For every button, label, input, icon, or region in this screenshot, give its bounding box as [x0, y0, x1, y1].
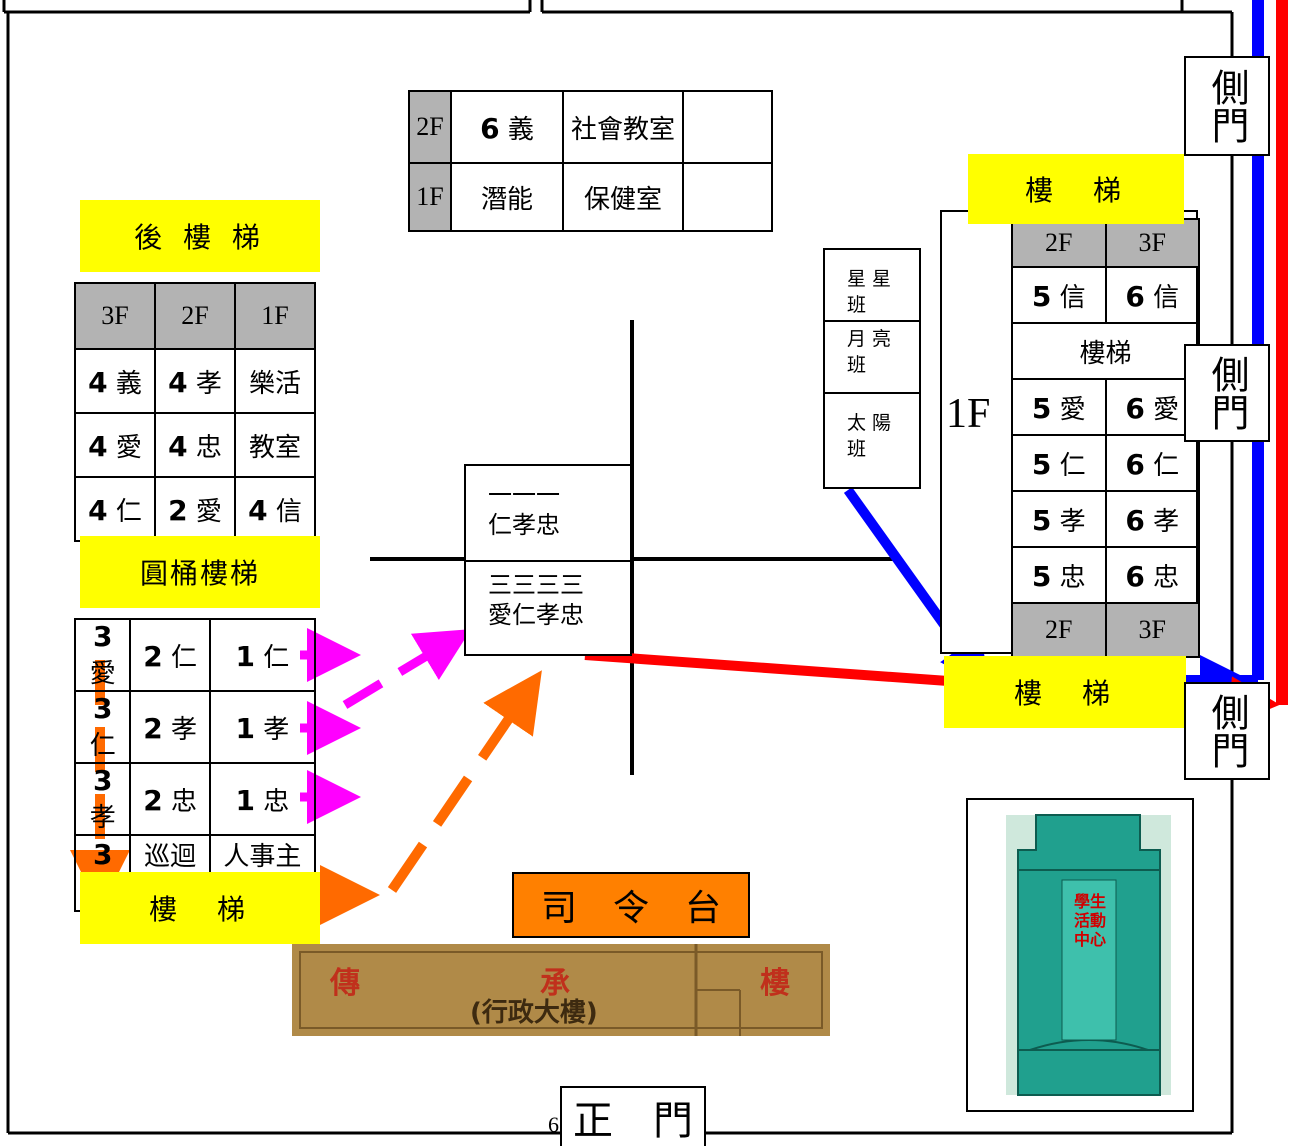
east-floor-label: 1F: [946, 391, 991, 437]
empty-cell: [682, 162, 773, 232]
admin-building-drawing: [292, 944, 830, 1036]
classroom-cell: 潛能: [450, 162, 564, 232]
admin-label-left: 傳: [330, 966, 360, 1001]
classroom-cell: 4 義: [74, 348, 156, 414]
classroom-cell: 5 信: [1011, 266, 1107, 324]
classroom-cell: 5 愛: [1011, 378, 1107, 436]
floor-header-2f: 2F: [408, 90, 452, 164]
moon-class: 月 亮 班: [847, 328, 892, 376]
classroom-cell: 1 仁: [208, 618, 317, 692]
floor-header-1f: 1F: [408, 162, 452, 232]
admin-label-right: 樓: [760, 966, 790, 1001]
floor-header-2f: 2F: [154, 282, 236, 350]
east-stairs-top-label: 樓 梯: [968, 154, 1184, 224]
classroom-cell: 2 忠: [129, 762, 211, 836]
east-stairs-bottom-label: 樓 梯: [944, 656, 1186, 728]
room-cell: 保健室: [562, 162, 684, 232]
activity-center-label: 學生活動中心: [1073, 892, 1106, 949]
sun-class: 太 陽 班: [847, 412, 892, 460]
classroom-cell: 2 愛: [154, 476, 236, 542]
bottom-stairs-label: 樓 梯: [80, 872, 320, 944]
classroom-cell: 5 仁: [1011, 434, 1107, 492]
classroom-cell: 6 義: [450, 90, 564, 164]
classroom-cell: 6 孝: [1104, 490, 1200, 548]
center-building: 一一一 仁孝忠 三三三三 愛仁孝忠: [464, 464, 632, 656]
center-top-class: 仁孝忠: [488, 511, 560, 539]
classroom-cell: 2 孝: [129, 690, 211, 764]
main-gate[interactable]: 正 門: [560, 1086, 706, 1146]
classroom-cell: 1 孝: [208, 690, 317, 764]
classroom-cell: 2 仁: [129, 618, 211, 692]
side-gate-south[interactable]: 側門: [1184, 682, 1270, 780]
classroom-cell: 1 忠: [208, 762, 317, 836]
campus-boundary: [2, 0, 1234, 1135]
admin-subtitle: (行政大樓): [470, 998, 598, 1028]
round-stairs-label: 圓桶樓梯: [80, 536, 320, 608]
empty-cell: [682, 90, 773, 164]
floor-header-3f: 3F: [1104, 218, 1200, 268]
classroom-cell: 5 孝: [1011, 490, 1107, 548]
rear-stairs-label: 後 樓 梯: [80, 200, 320, 272]
room-cell: 社會教室: [562, 90, 684, 164]
top-building-table: 2F 6 義 社會教室 1F 潛能 保健室: [408, 90, 773, 232]
classroom-cell: 6 忠: [1104, 546, 1200, 604]
page-number: 6: [548, 1112, 559, 1137]
classroom-cell: 4 信: [234, 476, 316, 542]
route-magenta: [300, 628, 472, 824]
courtyard-cross: [370, 320, 900, 775]
middle-stairs-label: 樓梯: [1011, 322, 1200, 380]
podium: 司 令 台: [512, 872, 750, 938]
center-bottom-grade: 三三三三: [488, 571, 584, 599]
classroom-cell: 6 信: [1104, 266, 1200, 324]
center-bottom-class: 愛仁孝忠: [488, 601, 584, 629]
star-class: 星 星 班: [847, 268, 892, 316]
east-building-table: 2F 3F 5 信 6 信 樓梯 5 愛 6 愛 5 仁 6 仁 5 孝 6 孝…: [1011, 218, 1200, 658]
floor-header-3f: 3F: [1104, 602, 1200, 658]
activity-center-frame: [966, 798, 1194, 1112]
floor-header-1f: 1F: [234, 282, 316, 350]
side-gate-north[interactable]: 側門: [1184, 56, 1270, 156]
front-building-table: 3 愛 2 仁 1 仁 3 仁 2 孝 1 孝 3 孝 2 忠 1 忠 3 忠 …: [73, 618, 317, 912]
classroom-cell: 6 仁: [1104, 434, 1200, 492]
side-gate-middle[interactable]: 側門: [1184, 344, 1270, 442]
classroom-cell: 樂活: [234, 348, 316, 414]
classroom-cell: 4 孝: [154, 348, 236, 414]
classroom-cell: 3 孝: [73, 762, 132, 836]
classroom-cell: 5 忠: [1011, 546, 1107, 604]
classroom-cell: 4 仁: [74, 476, 156, 542]
floor-header-2f: 2F: [1011, 218, 1107, 268]
classroom-cell: 4 忠: [154, 412, 236, 478]
activity-center-drawing: [1006, 814, 1171, 1096]
admin-label-middle: 承: [540, 966, 570, 1001]
floor-header-3f: 3F: [74, 282, 156, 350]
kindergarten-building: 星 星 班 月 亮 班 太 陽 班: [823, 248, 921, 489]
classroom-cell: 3 愛: [73, 618, 132, 692]
center-top-grade: 一一一: [488, 481, 560, 509]
classroom-cell: 教室: [234, 412, 316, 478]
classroom-cell: 3 仁: [73, 690, 132, 764]
floor-header-2f: 2F: [1011, 602, 1107, 658]
rear-building-table: 3F 2F 1F 4 義 4 孝 樂活 4 愛 4 忠 教室 4 仁 2 愛 4…: [74, 282, 316, 542]
classroom-cell: 4 愛: [74, 412, 156, 478]
